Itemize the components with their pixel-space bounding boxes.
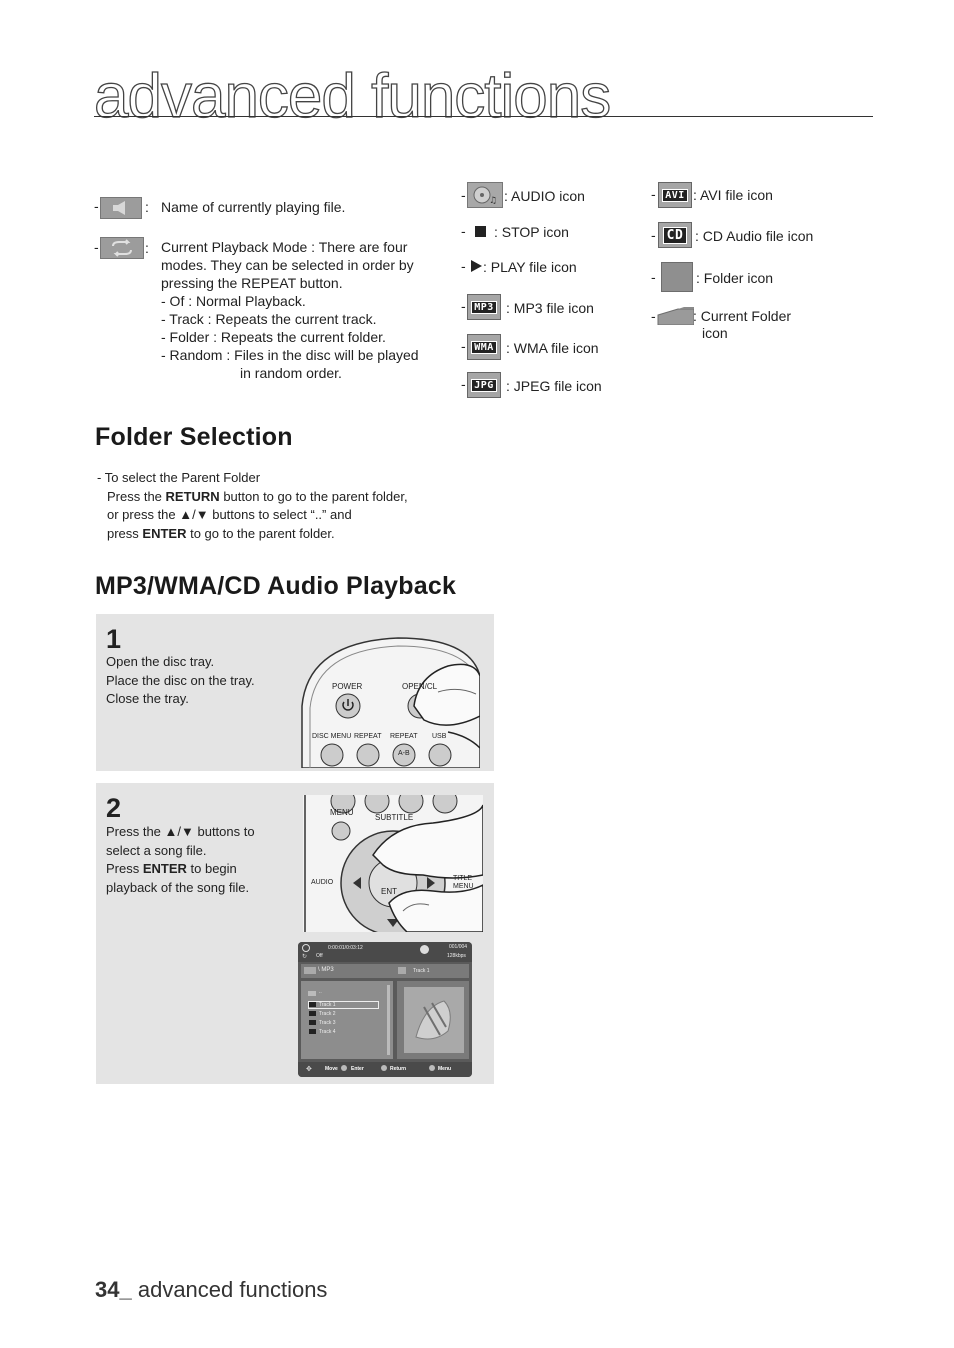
osd-nav-return: Return	[390, 1066, 407, 1072]
osd-bitrate: 128kbps	[447, 953, 466, 959]
mp3-file-icon: MP3	[467, 294, 501, 320]
osd-screen: ↻ 0:00:01/0:03:12 Off 001/004 128kbps \ …	[298, 942, 472, 1077]
osd-speaker-icon	[398, 967, 406, 974]
ab-label: A-B	[398, 750, 410, 757]
osd-parent-folder: ..	[319, 989, 322, 995]
osd-folder-icon	[304, 967, 316, 974]
osd-repeat-icon: ↻	[302, 954, 308, 960]
osd-play-icon	[302, 944, 310, 952]
osd-nav-move: Move	[325, 1066, 338, 1072]
enter-label: ENT	[381, 887, 397, 896]
folder-selection-body: - To select the Parent Folder Press the …	[97, 470, 408, 541]
folder-icon	[661, 262, 693, 292]
osd-path: \ MP3	[318, 967, 334, 973]
audio-label: AUDIO	[311, 879, 334, 886]
title-rule	[94, 116, 873, 117]
jpeg-file-icon: JPG	[467, 372, 501, 398]
open-close-label: OPEN/CL	[402, 682, 438, 691]
repeat-ab-label: REPEAT	[390, 733, 418, 740]
folder-selection-heading: Folder Selection	[95, 423, 293, 451]
osd-selection-highlight	[308, 1001, 379, 1009]
page-footer: 34_ advanced functions	[95, 1277, 328, 1302]
osd-time: 0:00:01/0:03:12	[328, 945, 363, 951]
step-1-number: 1	[106, 624, 122, 654]
usb-label: USB	[432, 733, 447, 740]
playback-heading: MP3/WMA/CD Audio Playback	[95, 572, 457, 600]
osd-track-item: Track 4	[319, 1029, 336, 1035]
avi-file-icon: AVI	[658, 182, 692, 208]
osd-track-item: Track 2	[319, 1011, 336, 1017]
repeat-label: REPEAT	[354, 733, 382, 740]
disc-menu-label: DISC MENU	[312, 733, 352, 740]
osd-track-item: Track 1	[319, 1002, 336, 1008]
speaker-icon	[100, 197, 142, 219]
svg-text:♫: ♫	[489, 196, 497, 206]
osd-track-count: 001/004	[449, 944, 468, 950]
current-folder-icon	[656, 307, 695, 326]
osd-path-bar	[301, 964, 469, 978]
title-label: TITLE	[453, 875, 473, 882]
play-icon	[471, 260, 482, 272]
step-2-instructions: Press the ▲/▼ buttons to select a song f…	[106, 824, 255, 895]
menu-label: MENU	[330, 808, 354, 817]
step-1-box: 1 Open the disc tray. Place the disc on …	[96, 614, 494, 771]
title-menu-label: MENU	[453, 883, 474, 890]
step-2-box: 2 Press the ▲/▼ buttons to select a song…	[96, 783, 494, 1084]
page-number: 34	[95, 1277, 120, 1302]
power-label: POWER	[332, 682, 363, 691]
osd-mode: Off	[316, 953, 323, 959]
wma-file-icon: WMA	[467, 334, 501, 360]
osd-preview-pane	[397, 981, 469, 1059]
stop-icon	[475, 226, 486, 237]
osd-scrollbar	[387, 985, 390, 1055]
step-2-number: 2	[106, 793, 122, 823]
osd-enter-icon	[341, 1065, 347, 1071]
osd-now-playing: Track 1	[413, 968, 430, 974]
remote-illustration-enter: MENU SUBTITLE AUDIO ENT TITLE MENU	[303, 795, 483, 932]
step-1-instructions: Open the disc tray. Place the disc on th…	[106, 654, 255, 706]
osd-file-list: .. Track 1 Track 2 Track 3 Track 4	[301, 981, 393, 1059]
page-title: advanced functions	[93, 61, 612, 131]
osd-status-bar	[298, 942, 472, 962]
osd-disc-icon	[420, 945, 429, 954]
cd-audio-file-icon: CD	[658, 222, 692, 248]
footer-section: advanced functions	[131, 1277, 328, 1302]
osd-nav-menu: Menu	[438, 1066, 452, 1072]
osd-track-item: Track 3	[319, 1020, 336, 1026]
subtitle-label: SUBTITLE	[375, 813, 414, 822]
osd-move-icon: ✥	[306, 1066, 312, 1073]
osd-menu-icon	[429, 1065, 435, 1071]
remote-illustration-open-close: POWER OPEN/CL DISC MENU REPEAT REPEAT A-…	[298, 636, 480, 768]
osd-album-art	[404, 987, 464, 1053]
playback-mode-description: Current Playback Mode : There are four m…	[161, 239, 419, 381]
repeat-icon	[100, 237, 144, 259]
audio-icon: ♫	[467, 182, 503, 208]
osd-nav-enter: Enter	[351, 1066, 364, 1072]
osd-return-icon	[381, 1065, 387, 1071]
